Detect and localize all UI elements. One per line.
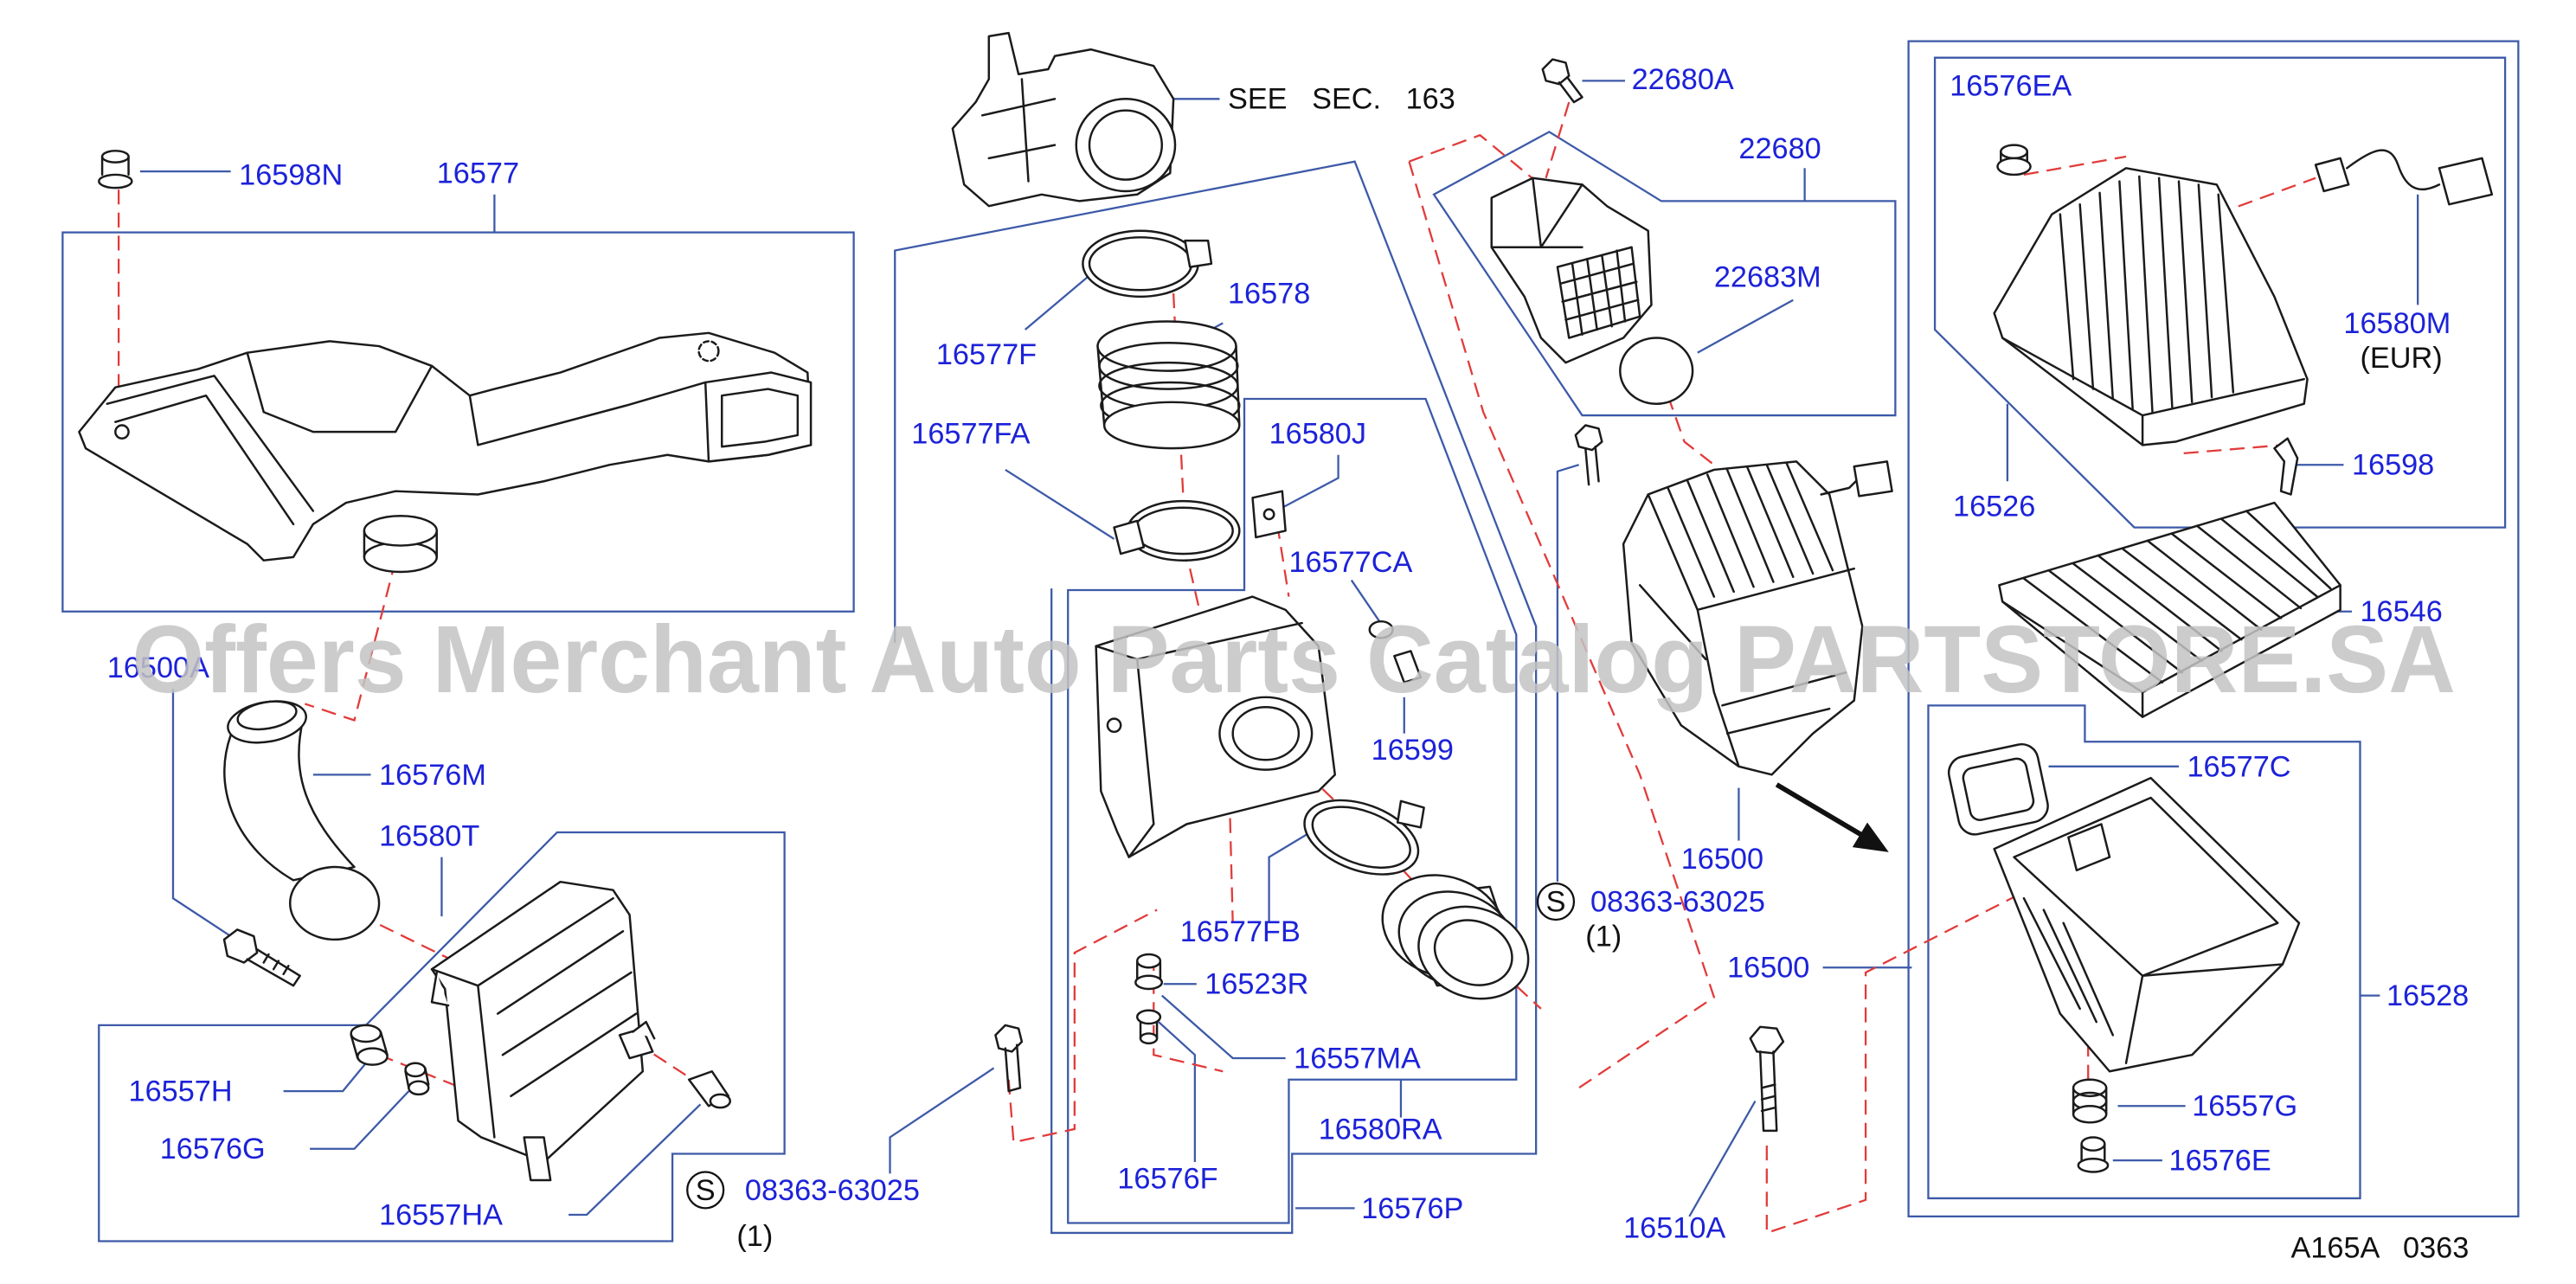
temp-sensor-16580M-drawing [2314, 149, 2494, 206]
clamp-16577F-drawing [1082, 229, 1213, 299]
filter-element-16546-drawing [1998, 501, 2342, 718]
clip-16598-drawing [2273, 437, 2299, 496]
bolt-08363-left-drawing [994, 1024, 1024, 1093]
callout-16580T: 16580T [379, 819, 479, 852]
standard-part-left: S 08363-63025 (1) [686, 1171, 920, 1253]
ring-16577CA-drawing [1368, 620, 1394, 639]
lower-case-16528-drawing [1993, 776, 2301, 1073]
callout-16577FA: 16577FA [911, 417, 1030, 450]
clamp-16577FA-drawing [1113, 499, 1241, 562]
standard-part-symbol-icon [1536, 882, 1576, 921]
standard-part-symbol: S [696, 1174, 716, 1207]
collar-16576F-drawing [1135, 1009, 1162, 1045]
leader-lines [139, 80, 2419, 1217]
group-outlines [61, 40, 2520, 1242]
bolt-08363-right-drawing [1574, 424, 1603, 486]
callout-16523R: 16523R [1204, 968, 1308, 1001]
callout-16580RA: 16580RA [1319, 1113, 1442, 1146]
callout-16576M: 16576M [379, 759, 486, 792]
callout-16576G: 16576G [160, 1133, 266, 1165]
throttle-body-drawing [951, 31, 1177, 208]
callout-22683M: 22683M [1714, 260, 1821, 293]
quantity-right: (1) [1585, 920, 1622, 953]
callout-16557HA: 16557HA [379, 1198, 503, 1231]
callout-16576F: 16576F [1117, 1163, 1217, 1196]
grommet-16557H-drawing [350, 1024, 389, 1066]
callout-16546: 16546 [2360, 595, 2442, 628]
watermark: Offers Merchant Auto Parts Catalog PARTS… [132, 607, 2456, 713]
callout-16598: 16598 [2352, 449, 2434, 482]
air-duct-drawing [78, 331, 813, 574]
bolt-16510A-drawing [1749, 1025, 1785, 1133]
coupling-16580RA-drawing [1381, 874, 1530, 1000]
grommet-16598N-drawing [98, 150, 133, 189]
callout-labels: 16598N 16577 16500A 16576M 16580T 16557H… [107, 63, 2469, 1245]
maf-sensor-22680-drawing [1490, 177, 1653, 364]
callout-16576P: 16576P [1361, 1192, 1463, 1225]
callout-16577CA: 16577CA [1288, 546, 1412, 579]
callout-16599: 16599 [1372, 734, 1454, 767]
callout-16576EA: 16576EA [1950, 69, 2072, 102]
callout-16500-assembly: 16500 [1727, 952, 1809, 985]
grommet-16576EA-drawing [1996, 144, 2032, 177]
callout-22680A: 22680A [1632, 63, 1734, 96]
callout-16577: 16577 [437, 157, 519, 189]
callout-16576E: 16576E [2169, 1145, 2271, 1178]
seal-16577C-drawing [1947, 742, 2049, 836]
standard-part-right: S 08363-63025 (1) [1536, 882, 1765, 953]
callout-16577FB: 16577FB [1180, 915, 1301, 948]
callout-16557H: 16557H [129, 1075, 233, 1108]
resonator-16580T-drawing [430, 880, 645, 1182]
callout-22680: 22680 [1738, 132, 1821, 165]
grommet-16523R-drawing [1134, 953, 1164, 991]
pin-16599-drawing [1393, 650, 1423, 684]
collar-16576G-drawing [404, 1062, 430, 1096]
bolt-16500A-drawing [222, 928, 301, 987]
market-note-eur: (EUR) [2360, 342, 2442, 375]
diagram-code: A165A 0363 [2290, 1232, 2469, 1265]
grommet-16557G-drawing [2072, 1078, 2108, 1124]
callout-16580M: 16580M [2343, 307, 2451, 340]
collar-16576E-drawing [2077, 1136, 2110, 1173]
hose-16576M-drawing [223, 700, 381, 941]
callout-16557G: 16557G [2192, 1090, 2297, 1123]
callout-16500-housing: 16500 [1681, 843, 1763, 876]
callout-16557MA: 16557MA [1294, 1042, 1421, 1075]
clamp-16577FB-drawing [1303, 799, 1425, 876]
boot-16578-drawing [1096, 320, 1241, 450]
callout-16510A: 16510A [1623, 1212, 1725, 1245]
quantity-left: (1) [736, 1220, 773, 1253]
callout-16577C: 16577C [2187, 750, 2290, 783]
inlet-housing-drawing [1095, 595, 1337, 858]
callout-16598N: 16598N [239, 158, 343, 191]
standard-part-symbol-icon [686, 1171, 725, 1210]
air-cleaner-assembly-16500-drawing [1622, 460, 1893, 776]
callout-16500A: 16500A [107, 652, 209, 684]
direction-arrow-icon [1775, 782, 1889, 852]
callout-08363-63025-right: 08363-63025 [1590, 885, 1765, 918]
see-section-reference: SEE SEC. 163 [1228, 83, 1455, 116]
cap-16557HA-drawing [687, 1070, 732, 1109]
gasket-16580J-drawing [1251, 490, 1287, 539]
standard-part-symbol: S [1546, 885, 1566, 918]
cover-16526-drawing [1993, 167, 2309, 446]
callout-16580J: 16580J [1269, 417, 1366, 450]
callout-08363-63025-left: 08363-63025 [745, 1174, 920, 1207]
callout-16528: 16528 [2386, 979, 2469, 1012]
callout-16526: 16526 [1953, 490, 2035, 523]
bolt-22680A-drawing [1541, 58, 1584, 104]
callout-16577F: 16577F [936, 338, 1037, 371]
oring-22683M-drawing [1619, 337, 1694, 405]
pin-resonator-drawing [618, 1020, 656, 1060]
callout-16578: 16578 [1228, 278, 1310, 311]
